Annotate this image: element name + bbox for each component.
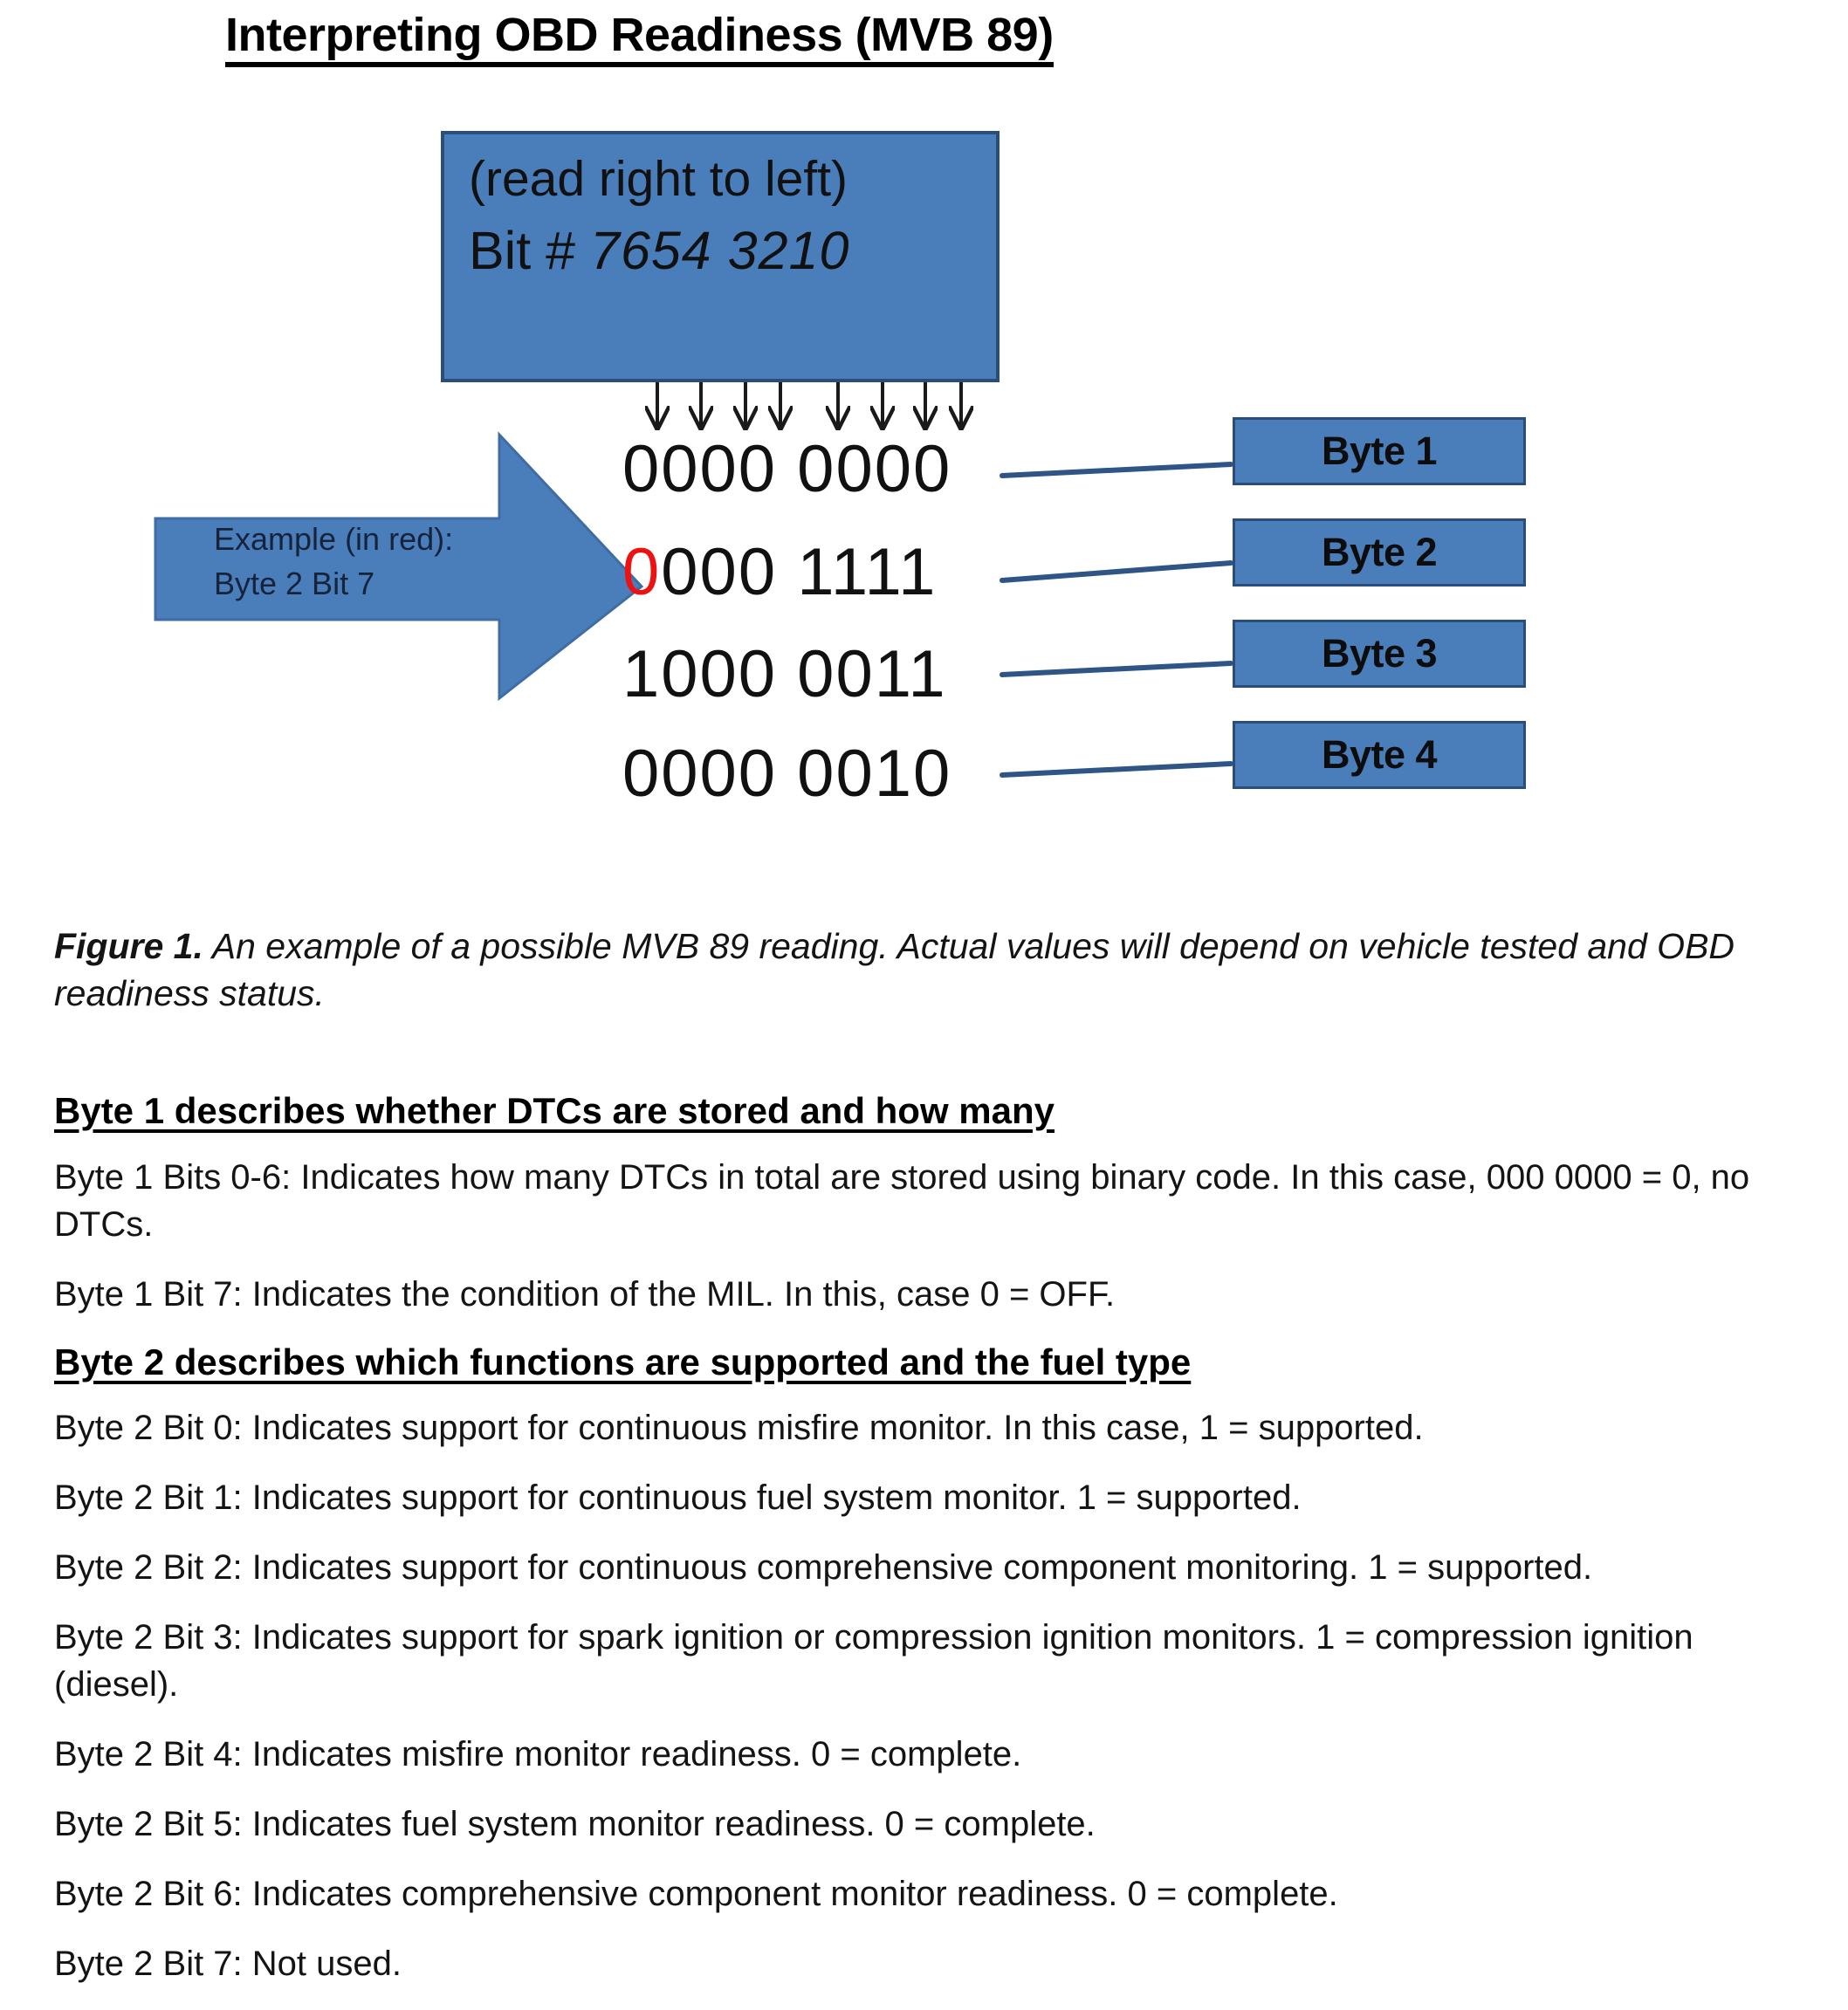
section-heading-byte1: Byte 1 describes whether DTCs are stored…: [54, 1090, 1055, 1131]
byte-label-text: Byte 1: [1321, 429, 1438, 473]
body-text: Byte 1 describes whether DTCs are stored…: [54, 1089, 1791, 2010]
bit-number-prefix: Bit #: [469, 221, 591, 280]
binary-red-bit: 0: [622, 535, 662, 609]
binary-row-text: 000 1111: [661, 535, 938, 609]
binary-row: 0000 0000: [622, 436, 951, 503]
example-arrow-label: Example (in red): Byte 2 Bit 7: [214, 517, 453, 606]
paragraph-byte2-bit-0: Byte 2 Bit 0: Indicates support for cont…: [54, 1409, 1424, 1448]
paragraph-byte2-bit-1: Byte 2 Bit 1: Indicates support for cont…: [54, 1478, 1302, 1518]
binary-row: 1000 0011: [622, 641, 947, 708]
byte-label-box: Byte 3: [1233, 620, 1526, 688]
figure-caption-label: Figure 1.: [54, 926, 203, 966]
bit-number-digits: 7654 3210: [590, 221, 850, 280]
paragraph-byte2-bit-2: Byte 2 Bit 2: Indicates support for cont…: [54, 1548, 1593, 1588]
bit-number-label: Bit # 7654 3210: [469, 220, 849, 281]
example-arrow-line-2: Byte 2 Bit 7: [214, 566, 375, 602]
example-arrow-line-1: Example (in red):: [214, 521, 454, 557]
byte-label-text: Byte 4: [1321, 732, 1438, 777]
paragraph-byte2-bit-5: Byte 2 Bit 5: Indicates fuel system moni…: [54, 1805, 1096, 1844]
bit-number-legend-box: (read right to left) Bit # 7654 3210: [441, 131, 1000, 382]
figure-caption-text: An example of a possible MVB 89 reading.…: [54, 926, 1735, 1014]
paragraph-byte1-bit-7: Byte 1 Bit 7: Indicates the condition of…: [54, 1274, 1116, 1314]
read-direction-label: (read right to left): [469, 151, 848, 207]
binary-row-text: 1000 0011: [622, 637, 947, 711]
byte-label-text: Byte 2: [1321, 530, 1438, 574]
byte-label-text: Byte 3: [1321, 631, 1438, 676]
byte-label-box: Byte 1: [1233, 417, 1526, 485]
paragraph-byte2-bit-3: Byte 2 Bit 3: Indicates support for spar…: [54, 1618, 1693, 1705]
binary-row: 0000 1111: [622, 539, 937, 606]
paragraph-byte1-bits-0-6: Byte 1 Bits 0-6: Indicates how many DTCs…: [54, 1157, 1750, 1244]
section-heading-byte2: Byte 2 describes which functions are sup…: [54, 1341, 1192, 1382]
figure-caption: Figure 1. An example of a possible MVB 8…: [54, 923, 1791, 1017]
byte-label-box: Byte 2: [1233, 518, 1526, 587]
paragraph-byte2-bit-4: Byte 2 Bit 4: Indicates misfire monitor …: [54, 1735, 1022, 1774]
binary-row-text: 0000 0010: [622, 737, 952, 811]
binary-row-text: 0000 0000: [622, 432, 952, 506]
paragraph-byte2-bit-6: Byte 2 Bit 6: Indicates comprehensive co…: [54, 1875, 1338, 1914]
paragraph-byte2-bit-7: Byte 2 Bit 7: Not used.: [54, 1945, 402, 1984]
page-title: Interpreting OBD Readiness (MVB 89): [225, 10, 1054, 67]
byte-label-box: Byte 4: [1233, 721, 1526, 789]
figure-diagram: (read right to left) Bit # 7654 3210 Exa…: [0, 0, 1848, 873]
byte-connector-lines: [1000, 462, 1233, 778]
binary-row: 0000 0010: [622, 741, 951, 807]
